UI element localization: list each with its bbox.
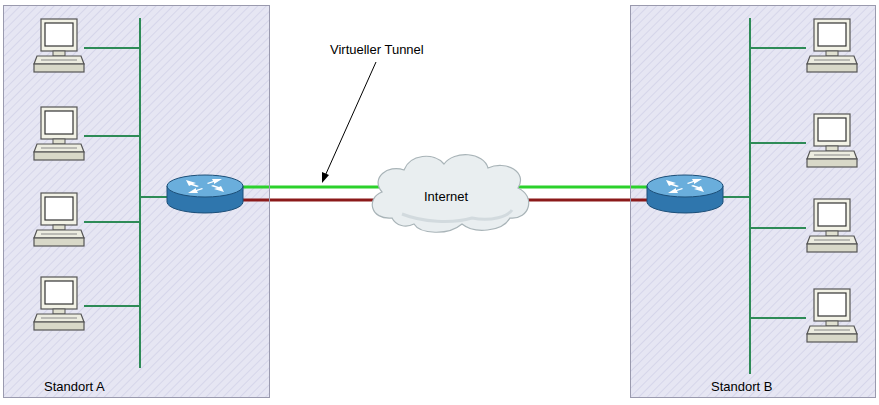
site-panel: Standort B: [630, 5, 876, 398]
internet-cloud: Internet: [362, 148, 538, 236]
site-label: Standort A: [44, 379, 105, 394]
callout-label: Virtueller Tunnel: [330, 42, 424, 57]
site-label: Standort B: [711, 379, 772, 394]
cloud-label: Internet: [424, 189, 468, 204]
site-panel: Standort A: [3, 5, 270, 398]
